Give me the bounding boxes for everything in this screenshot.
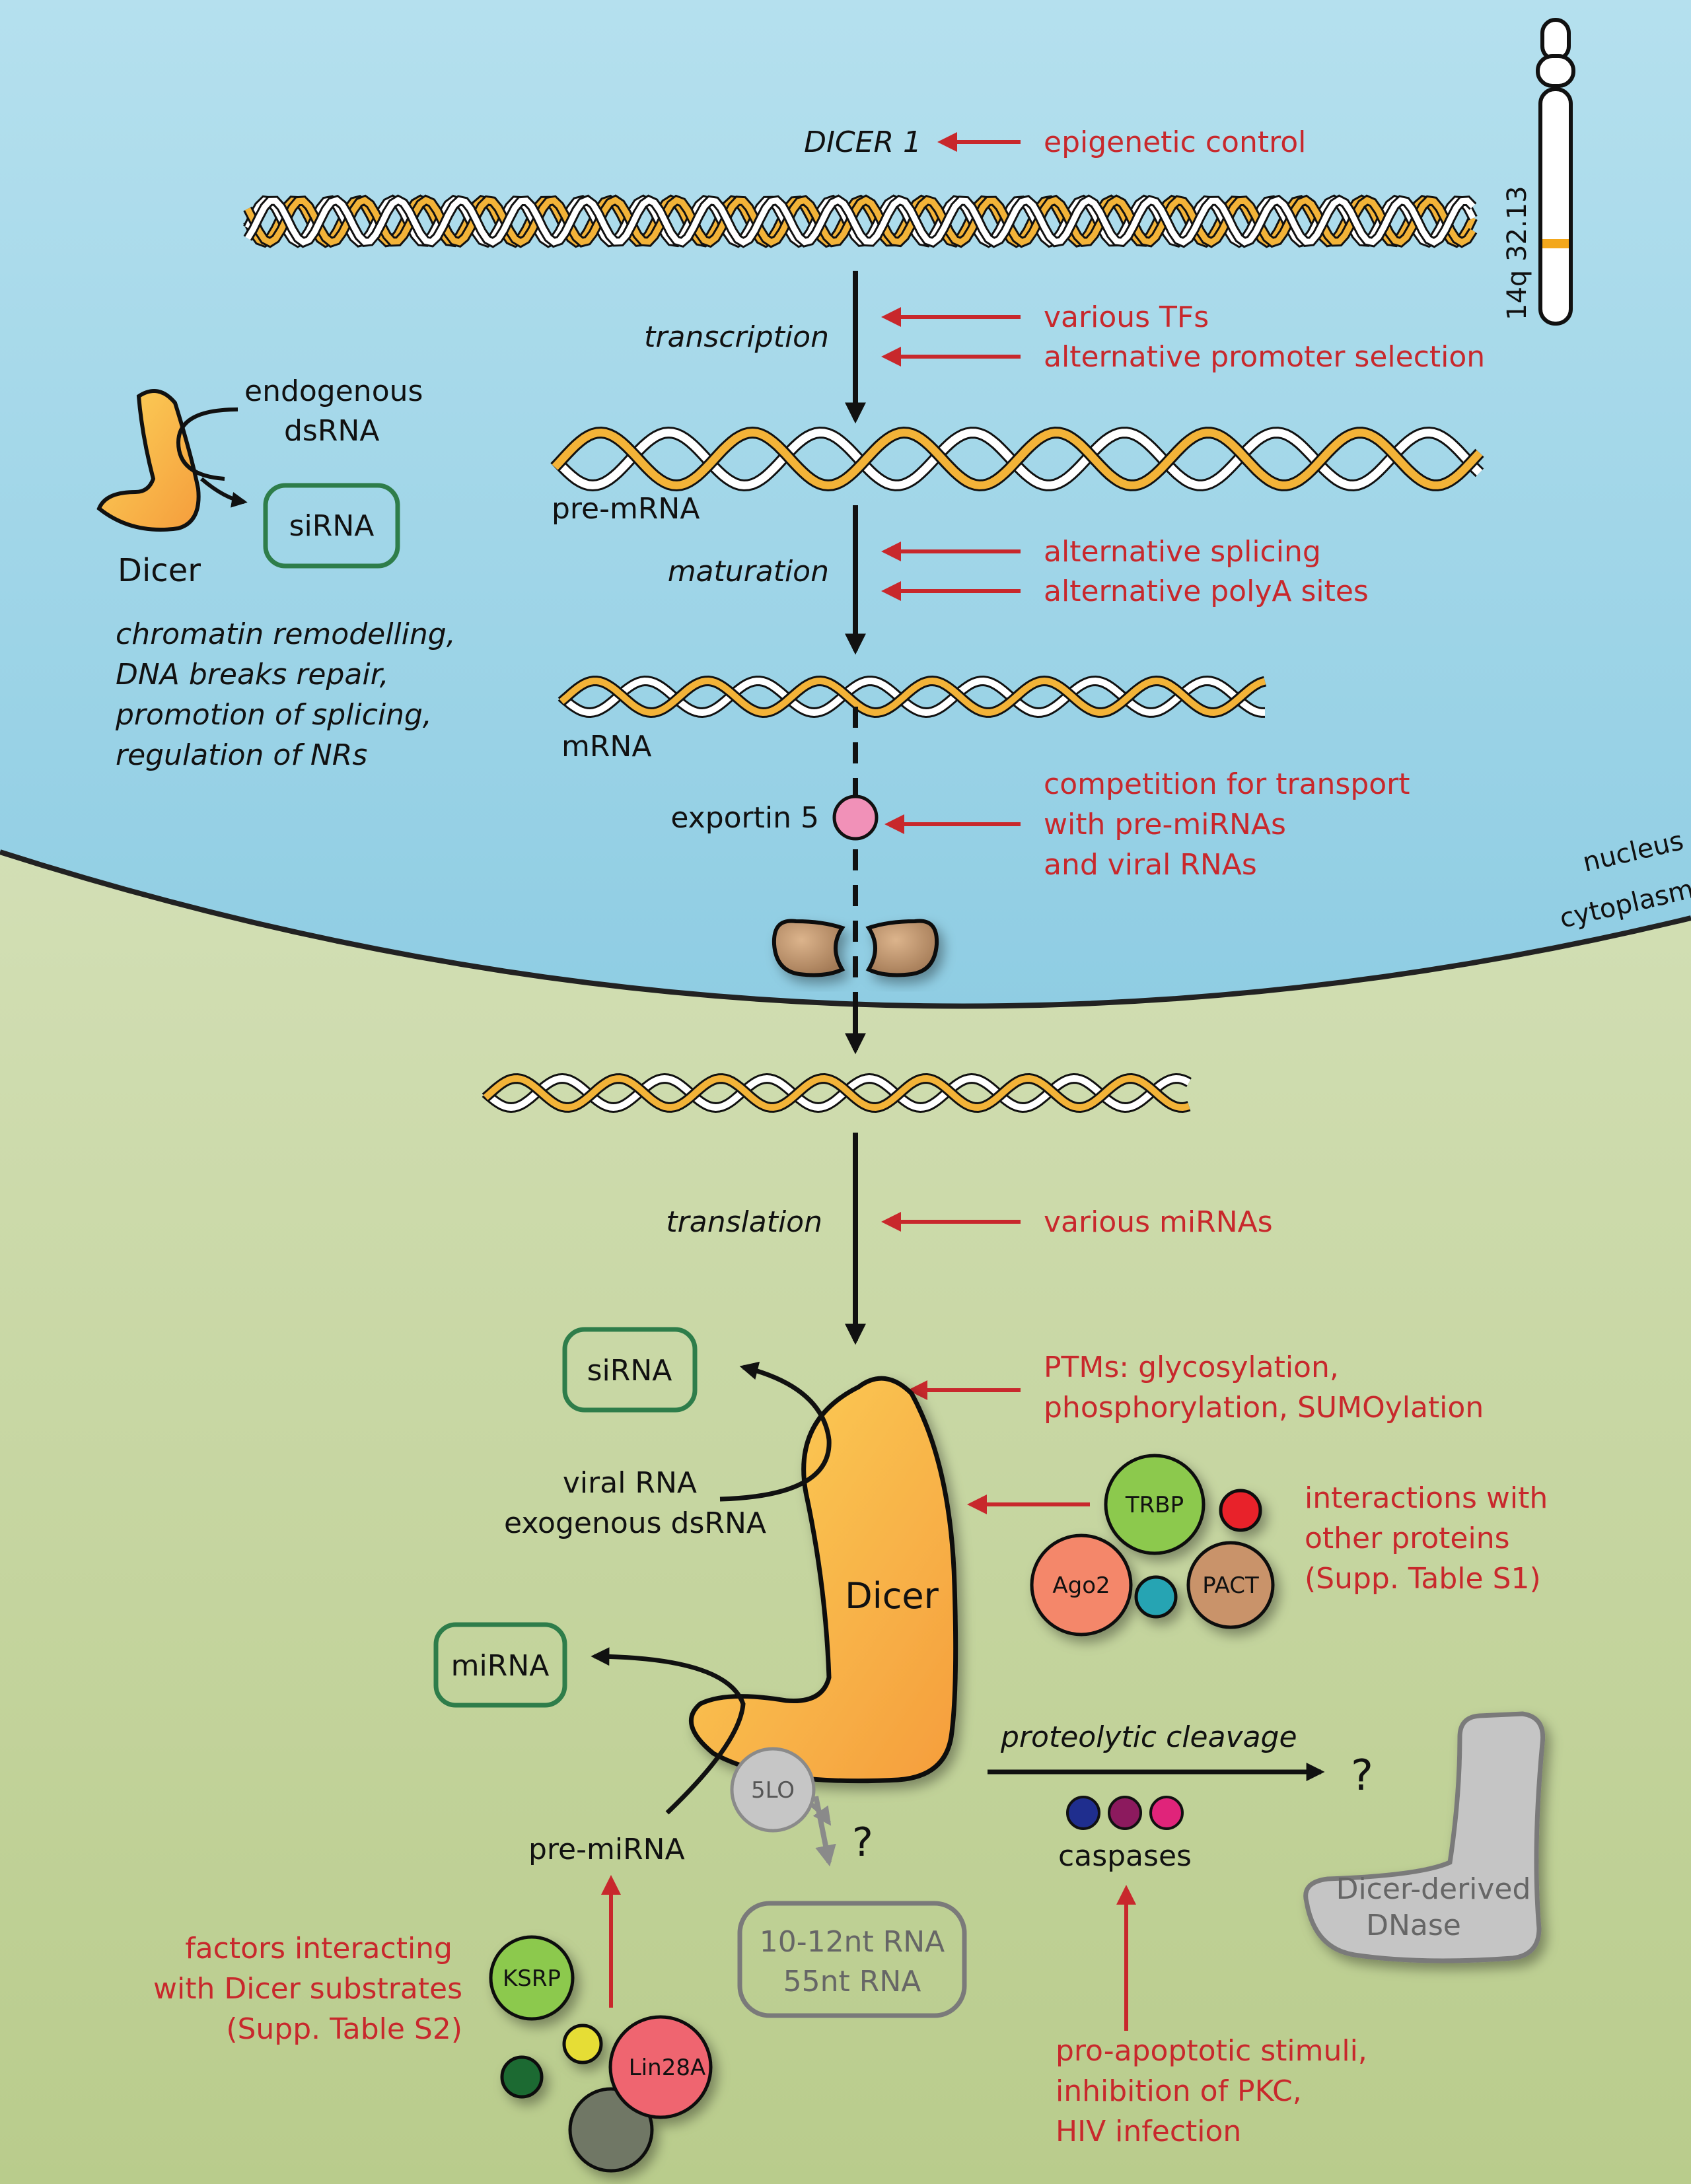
ago2-label: Ago2 xyxy=(1052,1572,1110,1599)
splicing-label: alternative splicing xyxy=(1044,535,1321,569)
apoptosis-2: inhibition of PKC, xyxy=(1056,2074,1302,2108)
cytoplasmic-dicer-label: Dicer xyxy=(845,1575,939,1617)
function-4: regulation of NRs xyxy=(116,738,367,772)
5lo-product-arrow xyxy=(813,1796,836,1867)
tfs-label: various TFs xyxy=(1044,300,1209,334)
export-reg-1: competition for transport xyxy=(1044,767,1410,801)
dicer-dnase-icon xyxy=(1303,1711,1546,1963)
export-reg-3: and viral RNAs xyxy=(1044,848,1257,882)
lin28a-label: Lin28A xyxy=(629,2055,705,2081)
substrate-factors-3: (Supp. Table S2) xyxy=(226,2012,462,2046)
mirna-box xyxy=(433,1622,567,1708)
function-1: chromatin remodelling, xyxy=(116,617,456,651)
5lo-icon xyxy=(730,1747,816,1833)
pact-icon xyxy=(1186,1541,1275,1629)
lin28a-icon xyxy=(608,2015,713,2119)
exogenous-dsrna-label: exogenous dsRNA xyxy=(504,1506,766,1540)
nucleus-background xyxy=(0,0,1691,1006)
mirna-label: miRNA xyxy=(451,1649,550,1683)
ksrp-icon xyxy=(489,1935,575,2021)
cytoplasmic-sirna-box xyxy=(562,1327,698,1413)
apoptosis-3: HIV infection xyxy=(1056,2115,1241,2148)
nuclear-sirna-box xyxy=(263,483,400,569)
sirna-path xyxy=(719,1361,832,1502)
transcription-label: transcription xyxy=(644,320,829,354)
ksrp-label: KSRP xyxy=(503,1965,561,1992)
ago2-icon xyxy=(1030,1533,1133,1637)
nuclear-sirna-label: siRNA xyxy=(289,509,375,543)
endogenous-label: endogenous xyxy=(244,374,423,408)
pact-label: PACT xyxy=(1202,1572,1259,1599)
caspases-icons xyxy=(1066,1796,1184,1830)
pre-mrna-strand xyxy=(550,426,1484,492)
gene-name: DICER 1 xyxy=(804,125,921,159)
epigenetic-label: epigenetic control xyxy=(1044,125,1306,159)
cleavage-question: ? xyxy=(1351,1751,1373,1800)
nuclear-dicer-label: Dicer xyxy=(118,552,201,589)
mirna-path xyxy=(591,1647,746,1815)
dna-double-helix xyxy=(243,194,1478,248)
cleavage-label: proteolytic cleavage xyxy=(1000,1720,1297,1754)
function-3: promotion of splicing, xyxy=(115,698,432,732)
partners-text-3: (Supp. Table S1) xyxy=(1305,1562,1541,1596)
5lo-products-box xyxy=(737,1901,967,2018)
exportin-5-icon xyxy=(832,794,879,841)
promoter-label: alternative promoter selection xyxy=(1044,340,1485,374)
trbp-icon xyxy=(1104,1454,1205,1555)
ptm-label-1: PTMs: glycosylation, xyxy=(1044,1351,1339,1384)
substrate-factor-proteins xyxy=(489,1935,713,2173)
cytoplasmic-mrna-strand xyxy=(482,1073,1192,1113)
nuclear-dicer-icon xyxy=(96,389,248,532)
export-reg-2: with pre-miRNAs xyxy=(1044,808,1286,841)
cytoplasmic-sirna-label: siRNA xyxy=(587,1354,672,1388)
mirna-regulation-label: various miRNAs xyxy=(1044,1205,1273,1239)
5lo-product-2: 55nt RNA xyxy=(783,1965,921,1998)
green-factor-icon xyxy=(500,2055,544,2099)
teal-factor-icon xyxy=(1134,1575,1178,1619)
function-2: DNA breaks repair, xyxy=(116,658,389,691)
substrate-factors-2: with Dicer substrates xyxy=(153,1972,462,2006)
dnase-label-1: Dicer-derived xyxy=(1336,1872,1531,1906)
mrna-strand xyxy=(558,675,1267,719)
5lo-label: 5LO xyxy=(751,1777,795,1804)
red-factor-icon xyxy=(1219,1489,1262,1532)
nuclear-pore-icon xyxy=(772,919,939,977)
mrna-label: mRNA xyxy=(561,730,651,763)
5lo-question: ? xyxy=(852,1819,873,1866)
partners-text-2: other proteins xyxy=(1305,1522,1510,1555)
maturation-label: maturation xyxy=(668,555,829,588)
dsrna-label: dsRNA xyxy=(284,414,379,448)
partner-proteins xyxy=(1030,1454,1275,1637)
trbp-label: TRBP xyxy=(1125,1492,1184,1518)
nuclear-envelope xyxy=(0,849,1691,1009)
pre-mrna-label: pre-mRNA xyxy=(552,492,700,526)
dnase-label-2: DNase xyxy=(1366,1909,1461,1942)
pre-mirna-label: pre-miRNA xyxy=(528,1833,685,1866)
caspases-label: caspases xyxy=(1058,1839,1192,1873)
chromosome-icon xyxy=(1536,18,1575,326)
partners-text-1: interactions with xyxy=(1305,1481,1548,1515)
chromosome-band-label: 14q 32.13 xyxy=(1502,186,1532,320)
substrate-factors-1: factors interacting xyxy=(185,1932,452,1965)
viral-rna-label: viral RNA xyxy=(563,1466,697,1500)
translation-label: translation xyxy=(666,1205,822,1239)
apoptosis-1: pro-apoptotic stimuli, xyxy=(1056,2034,1367,2068)
exportin-label: exportin 5 xyxy=(670,801,819,835)
polya-label: alternative polyA sites xyxy=(1044,575,1369,608)
yellow-factor-icon xyxy=(562,2024,603,2064)
ptm-label-2: phosphorylation, SUMOylation xyxy=(1044,1391,1484,1425)
5lo-product-1: 10-12nt RNA xyxy=(760,1925,945,1959)
